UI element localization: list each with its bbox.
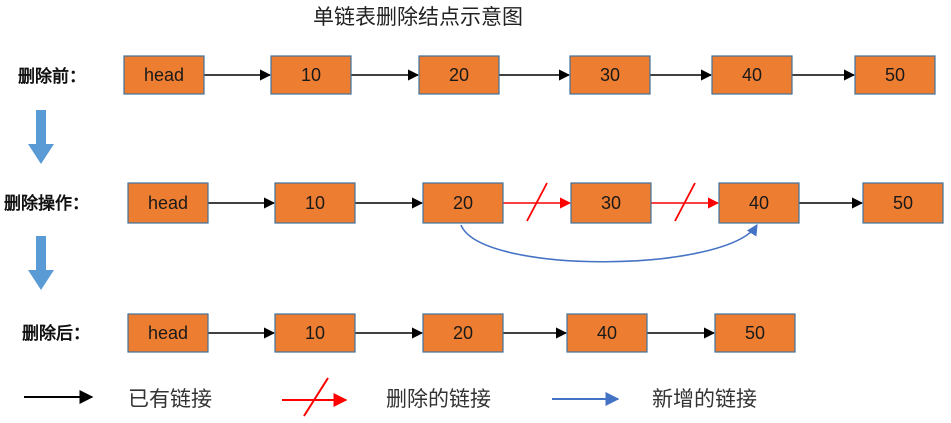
node-label: 20 [453, 193, 473, 213]
node-box [127, 182, 209, 224]
list-node: 10 [270, 55, 352, 95]
legend-deleted-link: 删除的链接 [282, 377, 491, 417]
list-node: 20 [422, 313, 504, 353]
node-label: 50 [745, 323, 765, 343]
list-node: 40 [566, 313, 648, 353]
list-node: 20 [422, 182, 504, 224]
node-box [418, 55, 500, 95]
row-label-after: 删除后： [22, 323, 90, 344]
new-link-curve [460, 224, 758, 263]
row-operation: head 10 20 30 40 50 [127, 182, 944, 263]
legend-existing-link: 已有链接 [24, 387, 212, 411]
legend-deleted-label: 删除的链接 [386, 387, 491, 411]
deleted-link-slash [526, 182, 548, 222]
legend-new-label: 新增的链接 [652, 387, 757, 411]
legend-existing-label: 已有链接 [128, 387, 212, 411]
node-label: 10 [301, 65, 321, 85]
list-node: head [123, 55, 205, 95]
node-label: 40 [742, 65, 762, 85]
node-label: head [148, 193, 188, 213]
node-label: 20 [453, 323, 473, 343]
node-box [718, 182, 800, 224]
deleted-link-slash [674, 182, 696, 222]
node-box [422, 313, 504, 353]
node-box [714, 313, 796, 353]
list-node: 10 [274, 182, 356, 224]
list-node: 40 [711, 55, 793, 95]
node-box [422, 182, 504, 224]
node-label: 50 [885, 65, 905, 85]
list-node: 50 [714, 313, 796, 353]
node-box [569, 55, 651, 95]
node-label: head [148, 323, 188, 343]
node-label: 20 [449, 65, 469, 85]
list-node: head [127, 182, 209, 224]
legend: 已有链接 删除的链接 新增的链接 [24, 377, 757, 417]
node-label: 30 [600, 65, 620, 85]
list-node: head [127, 313, 209, 353]
node-box [127, 313, 209, 353]
list-node: 10 [274, 313, 356, 353]
node-box [570, 182, 652, 224]
list-node: 50 [862, 182, 944, 224]
row-label-before: 删除前： [18, 66, 86, 87]
row-before: head 10 20 30 40 50 [123, 55, 936, 95]
node-label: 50 [893, 193, 913, 213]
diagram-title: 单链表删除结点示意图 [313, 5, 523, 29]
node-box [566, 313, 648, 353]
list-node: 30 [569, 55, 651, 95]
node-box [274, 182, 356, 224]
node-box [270, 55, 352, 95]
list-node: 50 [854, 55, 936, 95]
node-label: 40 [749, 193, 769, 213]
legend-new-link: 新增的链接 [552, 387, 757, 411]
node-label: 30 [601, 193, 621, 213]
node-label: 10 [305, 193, 325, 213]
node-box [274, 313, 356, 353]
flow-arrow-down-1 [28, 110, 54, 164]
list-node: 30 [570, 182, 652, 224]
node-box [711, 55, 793, 95]
flow-arrow-down-2 [28, 236, 54, 290]
row-after: head 10 20 40 50 [127, 313, 796, 353]
node-label: 40 [597, 323, 617, 343]
node-box [854, 55, 936, 95]
node-box [862, 182, 944, 224]
node-box [123, 55, 205, 95]
list-node: 20 [418, 55, 500, 95]
row-label-operation: 删除操作： [4, 193, 89, 214]
node-label: head [144, 65, 184, 85]
list-node: 40 [718, 182, 800, 224]
node-label: 10 [305, 323, 325, 343]
